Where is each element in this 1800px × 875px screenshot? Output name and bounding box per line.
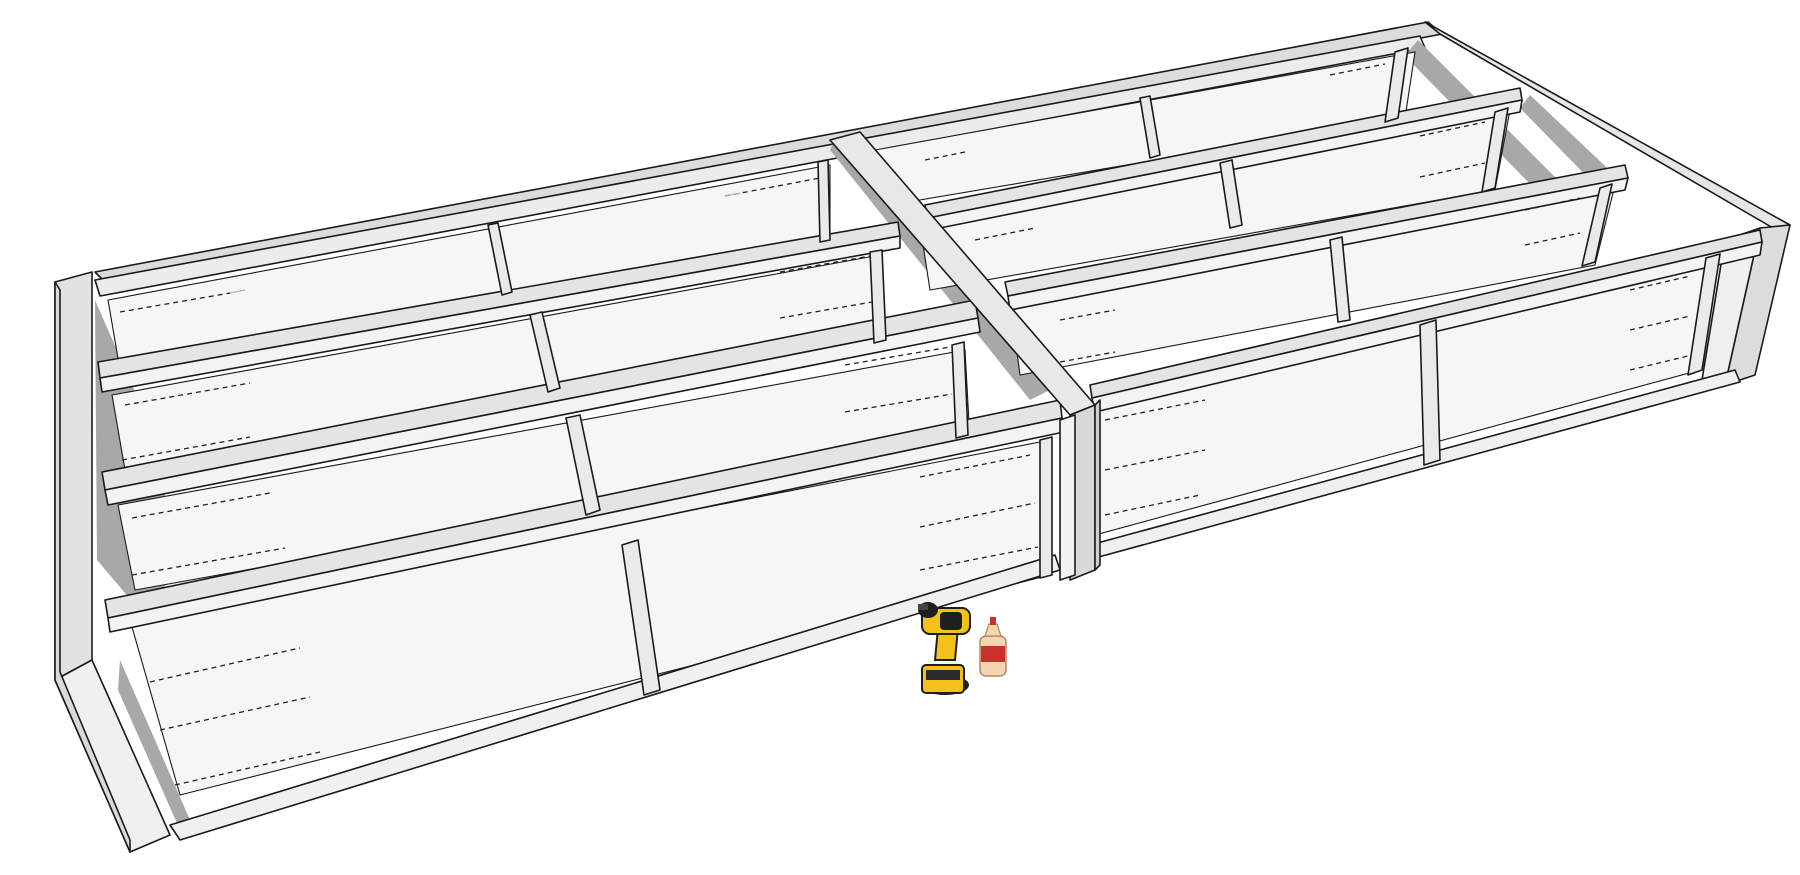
right-end-panel: [1424, 21, 1791, 393]
left-end-panel: [54, 271, 171, 853]
uprights: [487, 47, 1721, 696]
glue-bottle-icon: [979, 617, 1007, 677]
screw-lines: [119, 63, 1691, 786]
back-wall: [94, 21, 1443, 297]
cordless-drill-icon: [918, 602, 971, 695]
center-divider: [829, 131, 1101, 581]
shelf-rails: [97, 87, 1763, 841]
